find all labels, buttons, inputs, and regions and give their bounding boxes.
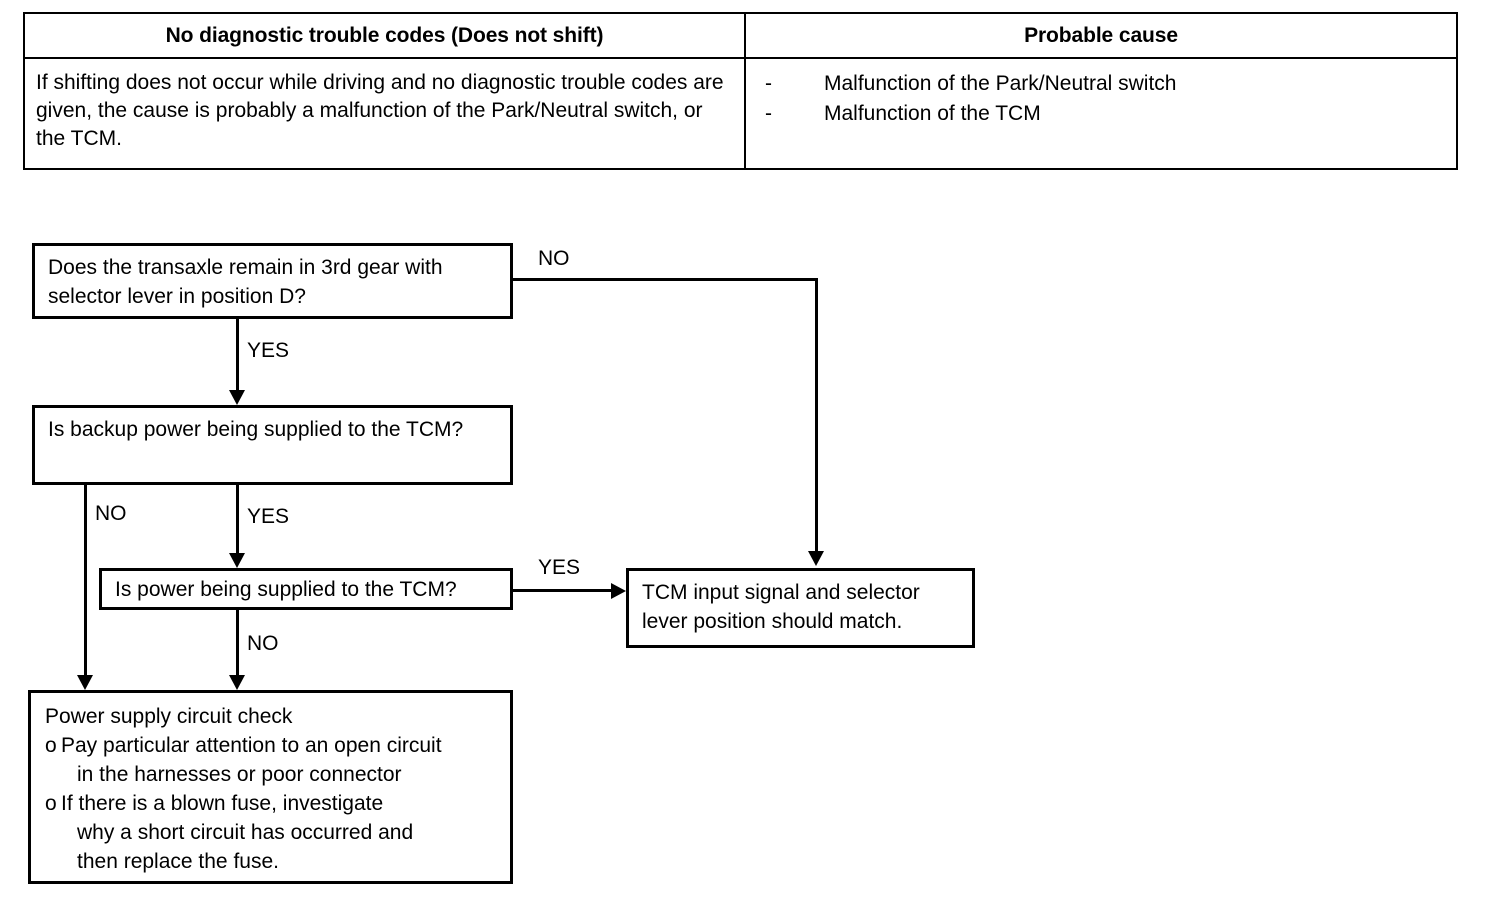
bullet-dash-icon: - xyxy=(765,102,772,125)
cause-text: Malfunction of the TCM xyxy=(824,102,1041,125)
circle-bullet-icon: o xyxy=(45,792,57,815)
edge-q2-yes-arrowhead xyxy=(229,553,245,568)
header-symptom: No diagnostic trouble codes (Does not sh… xyxy=(23,12,746,59)
action-item-1-text: Pay particular attention to an open circ… xyxy=(61,734,442,757)
edge-q2-no-vertical xyxy=(84,485,87,675)
cause-text: Malfunction of the Park/Neutral switch xyxy=(824,72,1177,95)
diagnosis-table: No diagnostic trouble codes (Does not sh… xyxy=(23,12,1458,170)
edge-label-q1-no: NO xyxy=(538,247,570,270)
header-probable-cause: Probable cause xyxy=(744,12,1458,59)
circle-bullet-icon: o xyxy=(45,734,57,757)
edge-label-q3-yes: YES xyxy=(538,556,581,579)
edge-label-q2-yes: YES xyxy=(247,505,290,528)
edge-q1-yes-arrowhead xyxy=(229,390,245,405)
action-item-1-continuation: in the harnesses or poor connector xyxy=(77,763,402,786)
action-item-1: o Pay particular attention to an open ci… xyxy=(45,731,502,760)
action-item-2-continuation-b: then replace the fuse. xyxy=(77,850,279,873)
flow-node-result: TCM input signal and selector lever posi… xyxy=(626,568,975,648)
table-body-row: If shifting does not occur while driving… xyxy=(23,57,1458,170)
action-item-2-text: If there is a blown fuse, investigate xyxy=(61,792,384,815)
edge-q2-yes-vertical xyxy=(236,485,239,553)
edge-q3-yes-horizontal xyxy=(513,589,613,592)
edge-q2-no-arrowhead xyxy=(77,675,93,690)
edge-q1-no-horizontal xyxy=(513,278,818,281)
action-title: Power supply circuit check xyxy=(45,705,293,728)
flow-node-question-1: Does the transaxle remain in 3rd gear wi… xyxy=(32,243,513,319)
table-header-row: No diagnostic trouble codes (Does not sh… xyxy=(23,12,1458,59)
edge-label-q1-yes: YES xyxy=(247,339,290,362)
edge-q3-no-vertical xyxy=(236,610,239,675)
cause-list-item: - Malfunction of the TCM xyxy=(757,99,1446,129)
edge-label-q2-no: NO xyxy=(95,502,127,525)
cause-list: - Malfunction of the Park/Neutral switch… xyxy=(757,69,1446,129)
edge-q3-yes-arrowhead xyxy=(611,583,626,599)
cell-probable-causes: - Malfunction of the Park/Neutral switch… xyxy=(744,57,1458,170)
flow-node-question-2: Is backup power being supplied to the TC… xyxy=(32,405,513,485)
edge-q3-no-arrowhead xyxy=(229,675,245,690)
action-item-2: o If there is a blown fuse, investigate xyxy=(45,789,502,818)
edge-q1-yes-vertical xyxy=(236,319,239,390)
cell-symptom-description: If shifting does not occur while driving… xyxy=(23,57,746,170)
edge-q1-no-vertical xyxy=(815,278,818,551)
flow-node-question-3: Is power being supplied to the TCM? xyxy=(99,568,513,610)
flow-node-action: Power supply circuit check o Pay particu… xyxy=(28,690,513,884)
edge-label-q3-no: NO xyxy=(247,632,279,655)
cause-list-item: - Malfunction of the Park/Neutral switch xyxy=(757,69,1446,99)
action-item-2-continuation-a: why a short circuit has occurred and xyxy=(77,821,414,844)
bullet-dash-icon: - xyxy=(765,72,772,95)
edge-q1-no-arrowhead xyxy=(808,551,824,566)
